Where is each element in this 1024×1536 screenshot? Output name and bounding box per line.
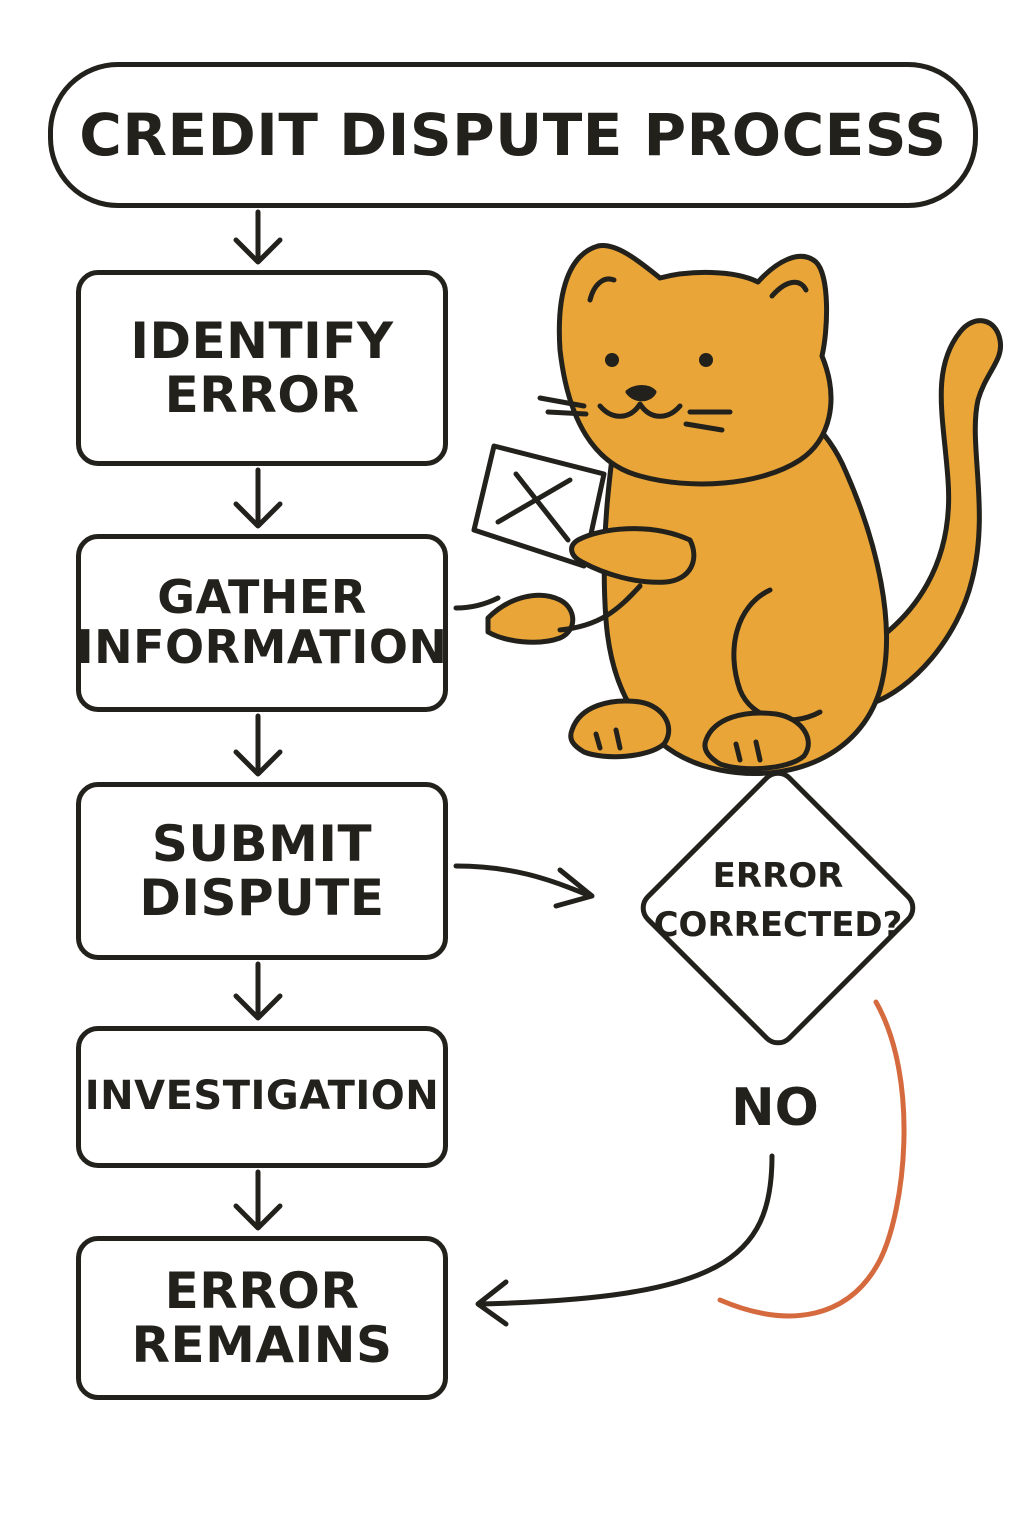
diagram-title-text: CREDIT DISPUTE PROCESS [79,100,947,169]
arrow-submit-to-decision [453,863,595,909]
diagram-title: CREDIT DISPUTE PROCESS [48,62,978,208]
arrow-investigation-to-remains [233,1169,283,1231]
arrow-no-to-remains [475,1153,775,1327]
step-label: INVESTIGATION [84,1073,440,1120]
cat-mascot-icon [471,243,1004,776]
decision-diamond [640,770,916,1046]
connector-gather-to-mascot [453,595,501,611]
arrow-identify-to-gather [233,467,283,529]
arrow-title-to-identify [233,209,283,265]
branch-no-label: NO [731,1078,819,1138]
step-investigation: INVESTIGATION [76,1026,448,1168]
accent-curve [717,999,907,1319]
arrow-gather-to-submit [233,713,283,777]
arrow-submit-to-investigation [233,961,283,1021]
